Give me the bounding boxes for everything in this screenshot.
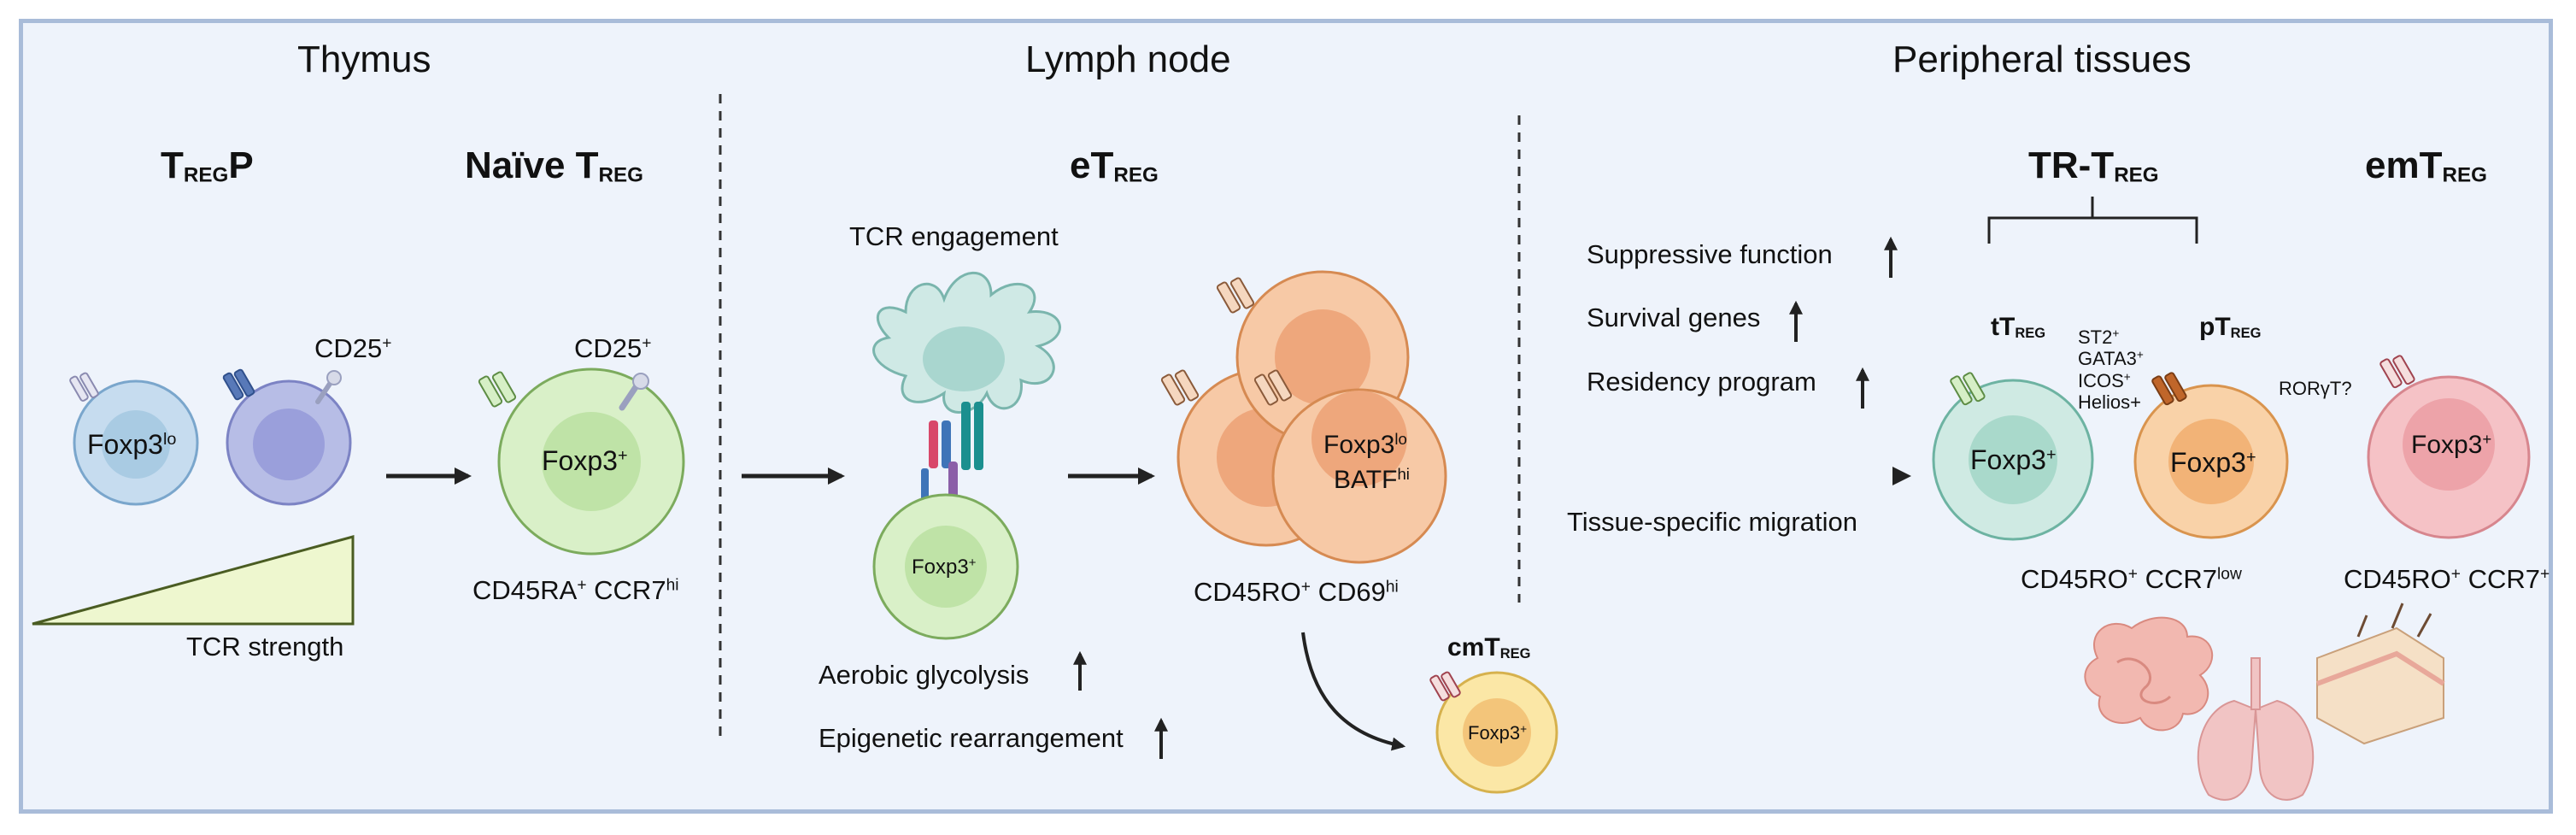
receptor-icon (1160, 369, 1200, 406)
marker-helios: Helios+ (2078, 391, 2141, 413)
foxp3-lo-label: Foxp3lo (1323, 430, 1407, 460)
curved-arrow (1301, 632, 1406, 751)
cmtreg-cell (1435, 671, 1558, 794)
marker-icos: ICOS+ (2078, 369, 2131, 391)
migration-arrowhead (1892, 467, 1911, 485)
receptor-icon (478, 371, 517, 408)
naive-markers: CD45RA+ CCR7hi (472, 575, 679, 605)
intestine-icon (2084, 616, 2214, 732)
lung-icon (2197, 657, 2315, 801)
foxp3-label: Foxp3+ (912, 556, 977, 579)
receptor-icon (1216, 277, 1255, 314)
receptor-icon (2379, 355, 2415, 389)
cd25-receptor-icon (619, 373, 649, 411)
ttreg-cell (1932, 379, 2094, 541)
tr-treg-title: TR-TREG (2028, 144, 2159, 187)
ptreg-title: pTREG (2199, 313, 2262, 341)
ttreg-markers: ST2+ GATA3+ ICOS+ Helios+ (2078, 326, 2144, 413)
receptor-icon (1253, 369, 1293, 406)
apc-treg-cell (872, 493, 1019, 640)
tregp-title: TREGP (161, 144, 254, 187)
batf-hi-label: BATFhi (1334, 465, 1410, 495)
tcr-strength-label: TCR strength (186, 632, 344, 662)
section-title-thymus: Thymus (297, 38, 431, 80)
marker-st2: ST2+ (2078, 326, 2120, 348)
foxp3-label: Foxp3+ (1468, 722, 1528, 744)
survival-genes-label: Survival genes (1587, 303, 1761, 332)
ttreg-title: tTREG (1991, 313, 2046, 341)
cd25-label: CD25+ (574, 333, 652, 363)
tregp-blue-cell (73, 379, 199, 506)
foxp3-label: Foxp3+ (542, 445, 628, 476)
receptor-icon (222, 368, 255, 401)
receptor-icon (69, 372, 99, 402)
foxp3-label: Foxp3+ (2170, 447, 2256, 478)
dendritic-cell (872, 271, 1061, 414)
marker-gata3: GATA3+ (2078, 348, 2144, 370)
cd25-receptor-icon (315, 370, 342, 404)
skin-icon (2315, 603, 2445, 745)
naive-treg-title: Naïve TREG (465, 144, 643, 187)
receptor-icon (2151, 372, 2187, 406)
emtreg-title: emTREG (2365, 144, 2487, 187)
aerobic-glycolysis-label: Aerobic glycolysis (819, 660, 1030, 690)
section-title-lymph-node: Lymph node (1025, 38, 1231, 80)
cmtreg-title: cmTREG (1447, 633, 1531, 662)
ptreg-cell (2133, 384, 2289, 539)
tr-treg-markers: CD45RO+ CCR7low (2021, 564, 2242, 594)
tr-treg-bracket (1987, 197, 2198, 244)
emtreg-cell (2367, 375, 2531, 539)
emtreg-markers: CD45RO+ CCR7+ (2344, 564, 2550, 594)
receptor-icon (1429, 671, 1461, 702)
epigenetic-rearrangement-label: Epigenetic rearrangement (819, 723, 1124, 753)
foxp3-label: Foxp3+ (1970, 444, 2057, 475)
etreg-cell (1271, 388, 1447, 564)
rorgt-label: RORγT? (2279, 378, 2352, 399)
section-title-peripheral: Peripheral tissues (1892, 38, 2192, 80)
etreg-title: eTREG (1070, 144, 1159, 187)
cd25-label: CD25+ (314, 333, 392, 363)
suppressive-function-label: Suppressive function (1587, 239, 1833, 269)
tcr-engagement-label: TCR engagement (849, 221, 1059, 251)
foxp3-label: Foxp3+ (2411, 430, 2492, 460)
residency-program-label: Residency program (1587, 367, 1816, 397)
tcr-strength-wedge (32, 535, 355, 626)
foxp3-lo-label: Foxp3lo (87, 429, 177, 460)
migration-label: Tissue-specific migration (1567, 507, 1857, 537)
naive-treg-cell (497, 368, 685, 556)
etreg-markers: CD45RO+ CD69hi (1194, 577, 1399, 607)
tregp-purple-cell (226, 379, 352, 506)
receptor-icon (1950, 372, 1986, 406)
